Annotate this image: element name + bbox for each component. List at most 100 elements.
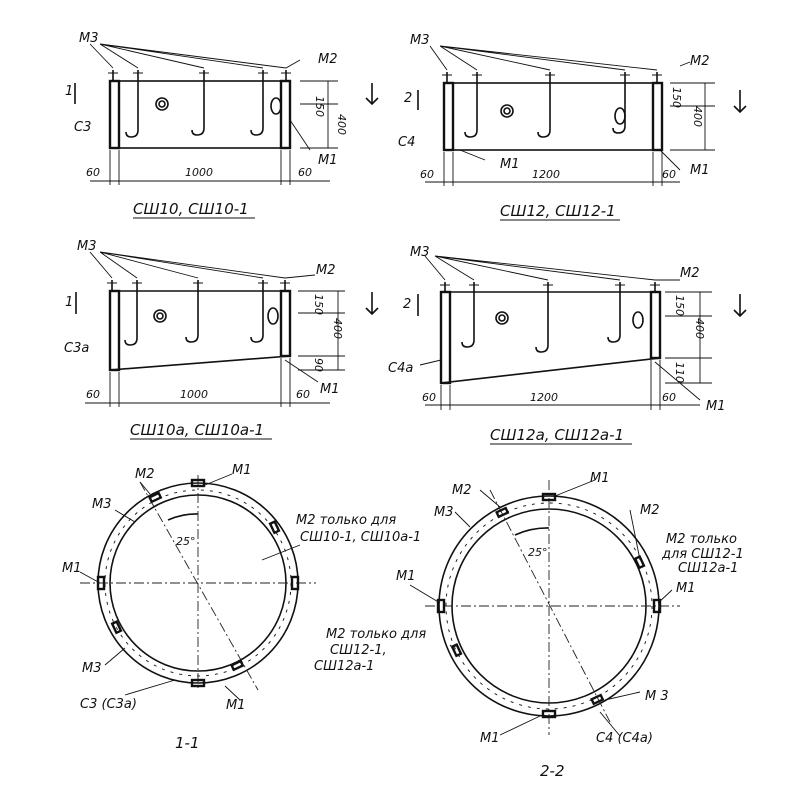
anchor-hooks [107, 280, 290, 346]
label-m1-top: М1 [590, 471, 610, 486]
dim-h2: 400 [693, 318, 706, 339]
label-m3-right: М 3 [645, 689, 669, 704]
end-plate-right [649, 290, 662, 360]
note-right-1: М2 только [666, 532, 737, 547]
section-mark-left: 1 [65, 295, 73, 310]
note-right-3: СШ12а-1 [678, 561, 738, 576]
dim-length: 1200 [530, 391, 558, 404]
label-c: С3 (С3а) [80, 697, 137, 712]
section-mark-left: 2 [403, 297, 411, 312]
label-m1: М1 [320, 382, 340, 397]
caption: 1-1 [175, 734, 200, 752]
label-m1-top: М1 [232, 463, 252, 478]
embedded-part-m2 [614, 107, 626, 125]
end-plate-left [442, 81, 455, 152]
label-c: С4а [388, 361, 413, 376]
label-m3: М3 [410, 33, 430, 48]
view-sh10: М3 М2 М1 С3 1 60 1000 60 150 400 СШ10, С… [65, 31, 379, 219]
embedded-plates [436, 492, 662, 719]
caption: 2-2 [540, 762, 565, 780]
dim-h1: 150 [673, 295, 686, 316]
section-1-1: М2 М1 М3 М1 М3 С3 (С3а) М1 25° М2 только… [62, 463, 421, 752]
section-arrows [417, 294, 747, 318]
end-plate-right [279, 289, 292, 358]
dim-h2: 400 [331, 318, 344, 339]
view-sh12a: М3 М2 М1 С4а 2 60 1200 60 150 400 110 СШ… [388, 245, 747, 445]
lifting-hole [153, 309, 167, 323]
label-c: С3а [64, 341, 89, 356]
label-m2: М2 [135, 467, 155, 482]
label-c: С3 [74, 120, 91, 135]
angle-arc [167, 513, 199, 521]
dim-right: 60 [296, 388, 310, 401]
caption: СШ12, СШ12-1 [500, 202, 616, 220]
section-mark-left: 2 [404, 91, 412, 106]
note-left-1: М2 только для [326, 627, 426, 642]
label-m1-bottom: М1 [226, 698, 246, 713]
angle-label: 25° [528, 546, 548, 559]
label-m3: М3 [79, 31, 99, 46]
label-m3-top: М3 [92, 497, 112, 512]
label-m2: М2 [318, 52, 338, 67]
note-right-2: для СШ12-1 [661, 547, 744, 562]
angle-label: 25° [176, 535, 196, 548]
dim-length: 1000 [185, 166, 213, 179]
note-left-3: СШ12а-1 [314, 659, 374, 674]
embedded-part-m2 [267, 307, 279, 325]
label-m1: М1 [706, 399, 726, 414]
label-m2: М2 [680, 266, 700, 281]
dim-h1: 150 [313, 96, 326, 117]
dim-h1: 150 [312, 294, 325, 315]
label-m1-left: М1 [62, 561, 82, 576]
dim-left: 60 [86, 166, 100, 179]
end-plate-left [439, 290, 452, 385]
lifting-hole [495, 311, 509, 325]
dim-left: 60 [422, 391, 436, 404]
dim-h2: 400 [335, 114, 348, 135]
label-m3-top: М3 [434, 505, 454, 520]
lifting-hole [155, 97, 169, 111]
label-m3: М3 [410, 245, 430, 260]
end-plate-right [279, 79, 292, 150]
label-m2: М2 [452, 483, 472, 498]
section-2-2: М2 М1 М3 М2 М1 М1 М 3 М1 С4 (С4а) 25° М2… [314, 471, 744, 780]
dim-h3: 90 [312, 358, 325, 372]
dim-right: 60 [662, 168, 676, 181]
angle-arc [514, 527, 550, 536]
label-m2: М2 [316, 263, 336, 278]
caption: СШ10а, СШ10а-1 [130, 421, 264, 439]
view-sh10a: М3 М2 М1 С3а 1 60 1000 60 150 400 90 СШ1… [64, 239, 379, 440]
label-m2-right: М2 [640, 503, 660, 518]
label-m3-bottom: М3 [82, 661, 102, 676]
section-arrows [75, 292, 379, 316]
section-arrows [74, 83, 379, 106]
label-m2: М2 [690, 54, 710, 69]
caption: СШ10, СШ10-1 [133, 200, 249, 218]
section-mark-left: 1 [65, 84, 73, 99]
note-line-1: М2 только для [296, 513, 396, 528]
end-plate-left [108, 289, 121, 372]
axis-lines [425, 480, 680, 735]
note-left-2: СШ12-1, [330, 643, 387, 658]
label-m1-left: М1 [396, 569, 416, 584]
lifting-hole [500, 104, 514, 118]
dim-h3: 110 [673, 362, 686, 383]
dim-left: 60 [86, 388, 100, 401]
dim-h1: 150 [670, 87, 683, 108]
embedded-part-m2 [270, 97, 282, 115]
label-m1-bottom: М1 [480, 731, 500, 746]
label-m1-right: М1 [676, 581, 696, 596]
dim-h2: 400 [691, 106, 704, 127]
dim-length: 1000 [180, 388, 208, 401]
anchor-hooks [440, 282, 660, 353]
note-line-2: СШ10-1, СШ10а-1 [300, 530, 421, 545]
caption: СШ12а, СШ12а-1 [490, 426, 624, 444]
section-arrows [417, 90, 747, 114]
dim-right: 60 [298, 166, 312, 179]
dim-left: 60 [420, 168, 434, 181]
label-m1: М1 [318, 153, 338, 168]
label-c: С4 (С4а) [596, 731, 653, 746]
end-plate-left [108, 79, 121, 150]
embedded-part-m2 [632, 311, 644, 329]
